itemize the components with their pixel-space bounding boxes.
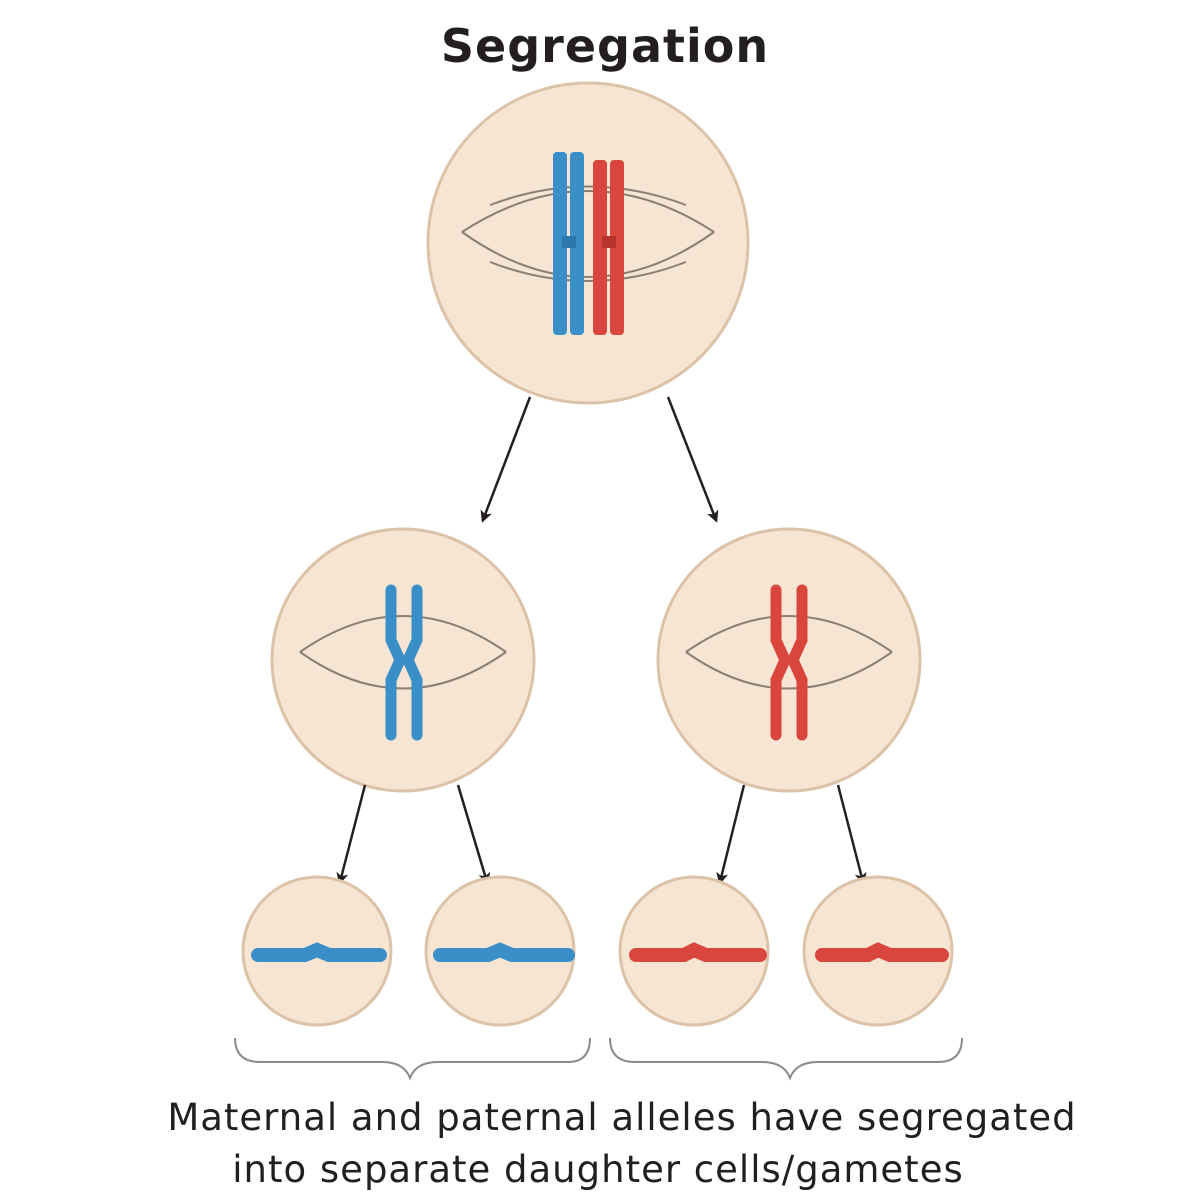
daughter-cell-paternal	[656, 527, 922, 793]
parent-cell-membrane	[426, 81, 750, 405]
parent-maternal-chromosome	[553, 152, 584, 335]
brace-paternal-gametes	[609, 1037, 963, 1081]
caption-line-2: into separate daughter cells/gametes	[232, 1148, 963, 1191]
gamete-maternal-1	[241, 875, 393, 1027]
gamete-paternal-2	[802, 875, 954, 1027]
daughter-paternal-chromosome	[770, 584, 808, 741]
daughter-maternal-spindle	[299, 615, 507, 690]
arrow-maternal-to-gamete-2	[456, 784, 491, 885]
daughter-maternal-chromosome	[385, 584, 423, 741]
brace-maternal-gametes	[234, 1037, 591, 1081]
parent-paternal-chromosome	[593, 160, 624, 335]
daughter-paternal-spindle	[685, 615, 893, 690]
arrow-paternal-to-gamete-1	[716, 784, 746, 885]
gamete-paternal-1	[618, 875, 770, 1027]
arrow-parent-to-maternal-daughter	[480, 396, 532, 523]
caption-line-1: Maternal and paternal alleles have segre…	[167, 1096, 1076, 1139]
daughter-cell-maternal	[270, 527, 536, 793]
gamete-paternal-2-chromosome	[815, 942, 949, 962]
gamete-paternal-1-chromosome	[629, 942, 767, 962]
diagram-title: Segregation	[441, 19, 769, 73]
arrow-maternal-to-gamete-1	[336, 784, 367, 885]
gamete-maternal-1-chromosome	[251, 942, 387, 962]
parent-cell	[426, 81, 750, 405]
gamete-maternal-2	[424, 875, 576, 1027]
parent-cell-spindle	[461, 185, 715, 282]
arrow-parent-to-paternal-daughter	[666, 396, 719, 523]
arrow-paternal-to-gamete-2	[836, 784, 867, 885]
gamete-maternal-2-chromosome	[433, 942, 575, 962]
